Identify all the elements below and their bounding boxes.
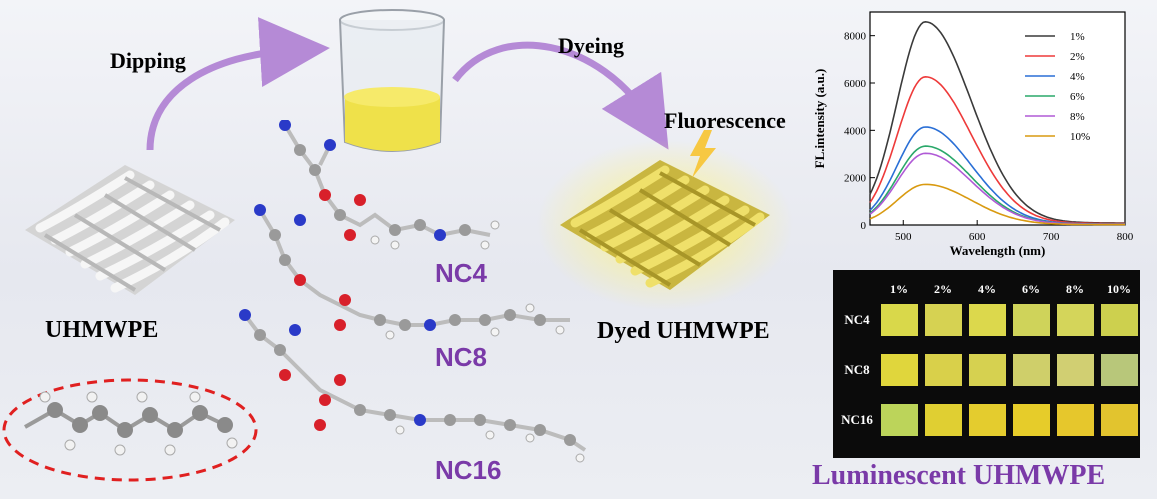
swatch-row-label: NC4 xyxy=(844,312,870,327)
color-swatch xyxy=(925,304,962,336)
legend-label: 4% xyxy=(1070,71,1085,83)
color-swatch xyxy=(1101,354,1138,386)
x-tick-label: 800 xyxy=(1117,231,1134,243)
y-tick-label: 8000 xyxy=(844,31,867,43)
color-swatch xyxy=(925,404,962,436)
color-swatch xyxy=(1013,304,1050,336)
dyed-fabric-image xyxy=(537,140,793,310)
color-swatch xyxy=(1101,404,1138,436)
swatch-column-label: 8% xyxy=(1066,282,1084,296)
uhmwpe-label: UHMWPE xyxy=(45,317,159,343)
y-axis-label: FL.intensity (a.u.) xyxy=(812,69,827,169)
dipping-arrow xyxy=(146,17,330,151)
legend-label: 10% xyxy=(1070,131,1090,143)
luminescent-label: Luminescent UHMWPE xyxy=(812,460,1106,491)
swatch-column-label: 6% xyxy=(1022,282,1040,296)
color-swatch xyxy=(881,304,918,336)
swatch-column-label: 10% xyxy=(1107,282,1131,296)
beaker-icon xyxy=(339,9,445,152)
dyeing-arrow xyxy=(452,41,669,150)
legend-label: 8% xyxy=(1070,111,1085,123)
nc16-label: NC16 xyxy=(435,455,502,485)
y-tick-label: 6000 xyxy=(844,78,867,90)
molecule-structures xyxy=(239,120,587,463)
color-swatch xyxy=(881,404,918,436)
color-swatch xyxy=(969,304,1006,336)
color-swatch xyxy=(969,404,1006,436)
x-tick-label: 700 xyxy=(1043,231,1060,243)
dashed-ellipse xyxy=(2,378,258,482)
swatch-column-label: 4% xyxy=(978,282,996,296)
lightning-icon xyxy=(690,130,716,178)
color-swatch xyxy=(1057,354,1094,386)
nc4-label: NC4 xyxy=(435,258,488,288)
dyed-uhmwpe-label: Dyed UHMWPE xyxy=(597,318,770,344)
legend-label: 1% xyxy=(1070,31,1085,43)
color-swatch xyxy=(881,354,918,386)
dyeing-label: Dyeing xyxy=(558,33,624,58)
y-tick-label: 2000 xyxy=(844,173,867,185)
fluorescence-label: Fluorescence xyxy=(664,108,786,133)
swatch-row-label: NC16 xyxy=(841,412,873,427)
color-swatch xyxy=(925,354,962,386)
x-tick-label: 500 xyxy=(895,231,912,243)
dipping-label: Dipping xyxy=(110,48,186,73)
swatch-column-label: 1% xyxy=(890,282,908,296)
swatch-row-label: NC8 xyxy=(844,362,870,377)
legend-label: 6% xyxy=(1070,91,1085,103)
color-swatch xyxy=(969,354,1006,386)
white-fabric-image xyxy=(25,165,235,295)
legend-label: 2% xyxy=(1070,51,1085,63)
polyethylene-chain xyxy=(2,378,258,482)
color-swatch xyxy=(1057,304,1094,336)
color-swatch xyxy=(1013,404,1050,436)
color-swatch xyxy=(1057,404,1094,436)
plot-frame xyxy=(869,11,1126,226)
nc8-label: NC8 xyxy=(435,342,488,372)
swatch-column-label: 2% xyxy=(934,282,952,296)
color-swatch xyxy=(1101,304,1138,336)
y-tick-label: 0 xyxy=(861,220,867,232)
x-axis-label: Wavelength (nm) xyxy=(950,243,1046,258)
x-tick-label: 600 xyxy=(969,231,986,243)
y-tick-label: 4000 xyxy=(844,125,867,137)
series-line xyxy=(869,183,1125,226)
color-swatch xyxy=(1013,354,1050,386)
